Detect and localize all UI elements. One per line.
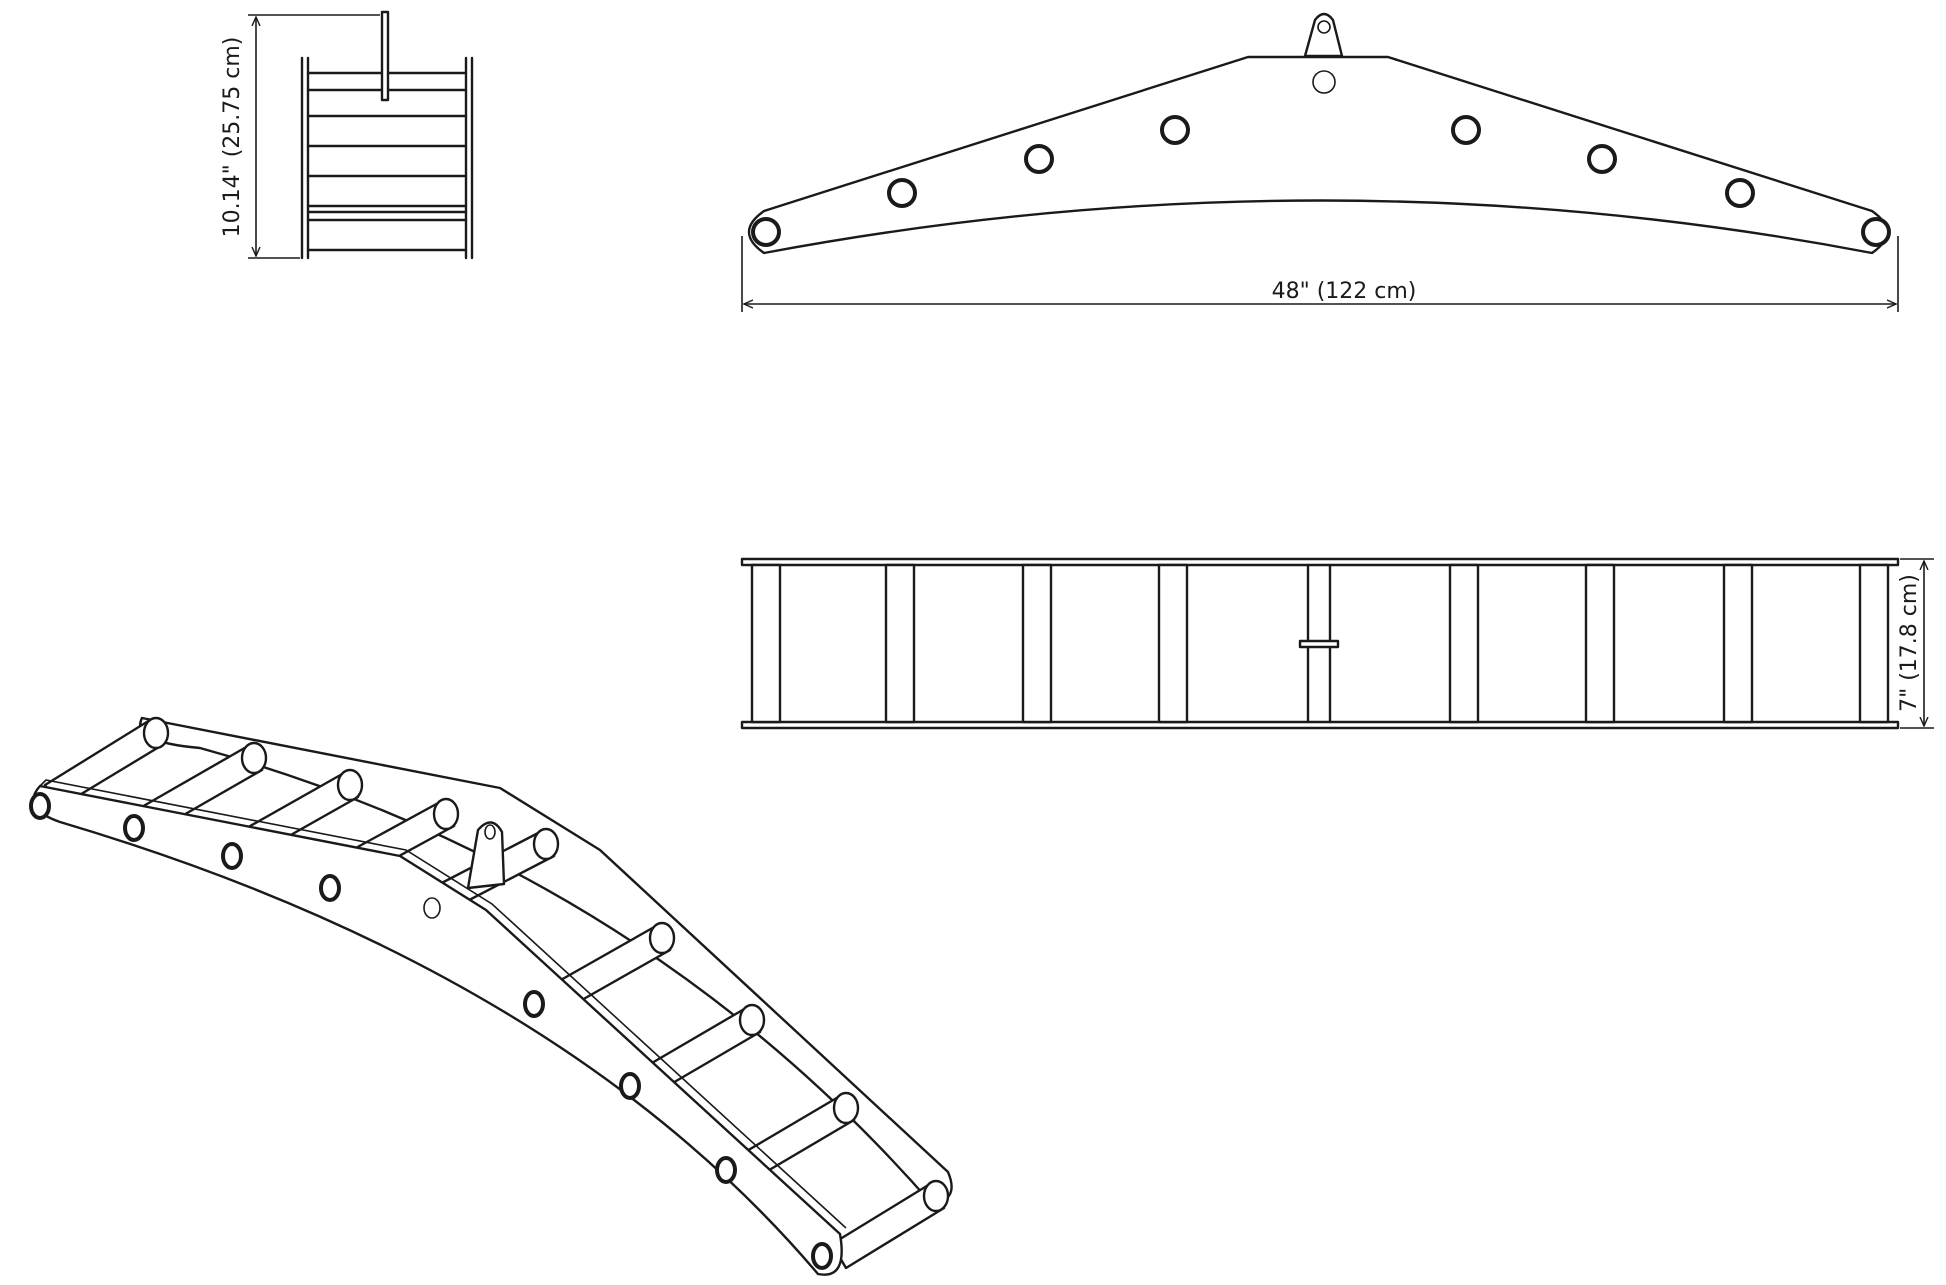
end-view-hanger-plate	[380, 10, 390, 102]
iso-near-side-plate	[32, 784, 843, 1276]
front-view: 48" (122 cm)	[741, 12, 1899, 312]
end-view: 10.14" (25.75 cm)	[220, 10, 474, 260]
iso-hanger-tab	[466, 821, 506, 890]
length-dimension-label: 48" (122 cm)	[1272, 279, 1417, 304]
end-hole-left	[751, 217, 781, 247]
top-view-rail-lower	[740, 720, 1900, 730]
width-dimension-label: 7" (17.8 cm)	[1897, 574, 1922, 712]
top-view-hanger-plate	[1298, 639, 1340, 649]
iso-holes	[29, 792, 833, 1270]
top-view-rail-upper	[740, 557, 1900, 567]
front-view-holes	[751, 70, 1891, 247]
isometric-view	[29, 716, 953, 1276]
front-view-hanger-tab	[1303, 12, 1344, 58]
height-dimension-label: 10.14" (25.75 cm)	[220, 37, 245, 238]
hanger-tab-hole	[1317, 20, 1331, 34]
end-hole-right	[1861, 217, 1891, 247]
front-view-side-plate	[747, 55, 1889, 255]
top-view: 7" (17.8 cm)	[740, 557, 1934, 730]
top-view-rungs	[750, 563, 1890, 724]
